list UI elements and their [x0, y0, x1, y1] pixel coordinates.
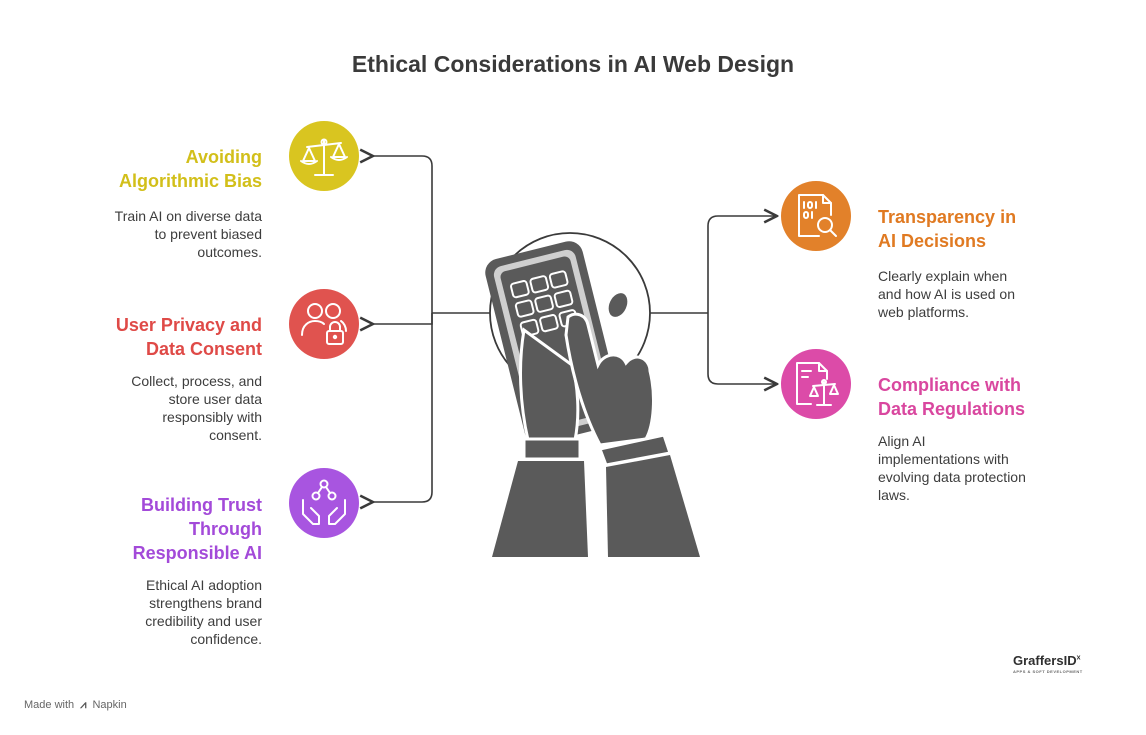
arrow-to-transparency — [707, 216, 777, 313]
users-lock-icon — [301, 303, 347, 345]
document-scales-icon — [796, 362, 839, 406]
compliance-description: Align AI implementations with evolving d… — [878, 433, 1026, 503]
arrow-to-trust — [373, 313, 433, 502]
privacy-description: Collect, process, and store user data re… — [131, 373, 262, 443]
page-title: Ethical Considerations in AI Web Design — [351, 51, 795, 77]
napkin-icon: ⩘ — [80, 699, 87, 711]
transparency-circle — [781, 181, 851, 251]
trust-description: Ethical AI adoption strengthens brand cr… — [145, 577, 262, 647]
graffersid-logo: GraffersIDx APPS & SOFT DEVELOPMENT — [1013, 653, 1083, 674]
compliance-heading: Compliance with Data Regulations — [878, 375, 1026, 419]
napkin-brand: Napkin — [92, 699, 127, 711]
privacy-heading: User Privacy and Data Consent — [115, 315, 262, 359]
arrow-to-compliance — [707, 313, 777, 384]
made-with-napkin[interactable]: Made with ⩘ Napkin — [24, 699, 127, 712]
made-with-label: Made with — [24, 699, 75, 711]
trust-heading: Building Trust Through Responsible AI — [132, 495, 262, 563]
bias-description: Train AI on diverse data to prevent bias… — [114, 208, 262, 260]
document-search-icon — [798, 194, 837, 237]
trust-circle — [289, 468, 359, 538]
hands-network-icon — [302, 479, 346, 525]
hands-phone-icon — [485, 232, 700, 557]
transparency-heading: Transparency in AI Decisions — [878, 207, 1017, 251]
compliance-circle — [781, 349, 851, 419]
bias-circle — [289, 121, 359, 191]
privacy-circle — [289, 289, 359, 359]
scales-icon — [300, 138, 348, 176]
arrow-to-bias — [373, 156, 433, 313]
bias-heading: Avoiding Algorithmic Bias — [118, 147, 262, 191]
transparency-description: Clearly explain when and how AI is used … — [878, 268, 1015, 320]
arrow-to-privacy — [373, 313, 433, 324]
